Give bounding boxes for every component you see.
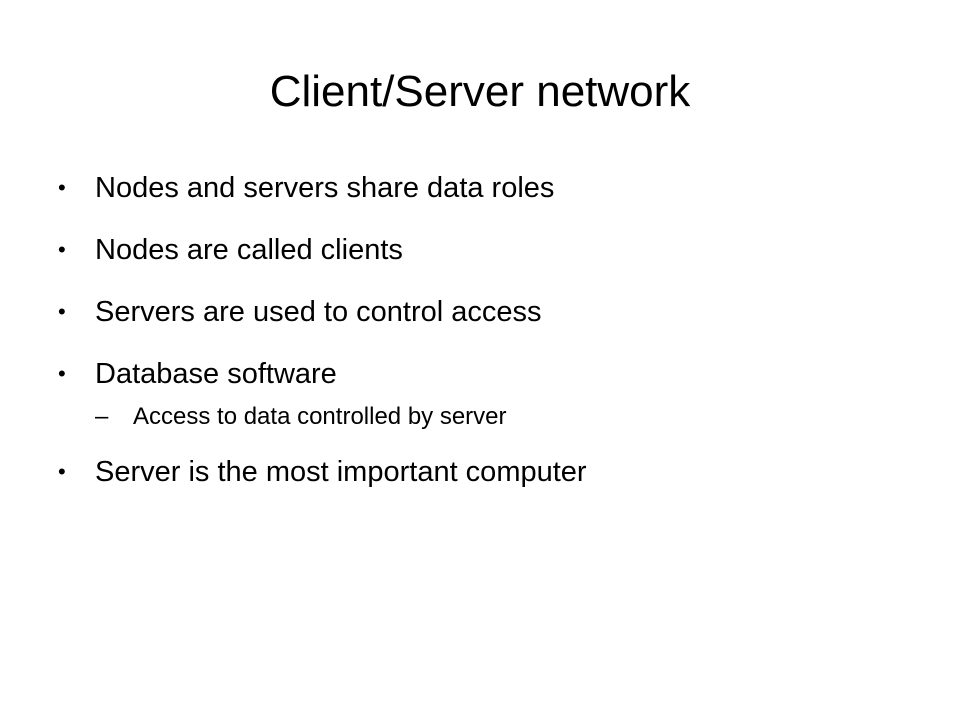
- bullet-item: • Server is the most important computer: [58, 454, 918, 490]
- dash-icon: –: [95, 403, 109, 430]
- sub-bullet-text: Access to data controlled by server: [133, 403, 507, 430]
- bullet-icon: •: [58, 361, 66, 386]
- bullet-icon: •: [58, 459, 66, 484]
- sub-bullet-list: – Access to data controlled by server: [95, 402, 918, 432]
- bullet-icon: •: [58, 175, 66, 200]
- bullet-text: Nodes are called clients: [95, 234, 403, 266]
- bullet-text: Servers are used to control access: [95, 296, 542, 328]
- bullet-text: Database software: [95, 358, 337, 390]
- bullet-icon: •: [58, 237, 66, 262]
- slide-title: Client/Server network: [269, 67, 691, 116]
- bullet-item: • Nodes are called clients: [58, 232, 918, 268]
- bullet-text: Server is the most important computer: [95, 456, 587, 488]
- bullet-icon: •: [58, 299, 66, 324]
- bullet-item: • Nodes and servers share data roles: [58, 170, 918, 206]
- bullet-text: Nodes and servers share data roles: [95, 172, 555, 204]
- bullet-list: • Nodes and servers share data roles • N…: [58, 170, 918, 516]
- bullet-item: • Database software – Access to data con…: [58, 356, 918, 432]
- bullet-item: • Servers are used to control access: [58, 294, 918, 330]
- sub-bullet-item: – Access to data controlled by server: [95, 402, 918, 432]
